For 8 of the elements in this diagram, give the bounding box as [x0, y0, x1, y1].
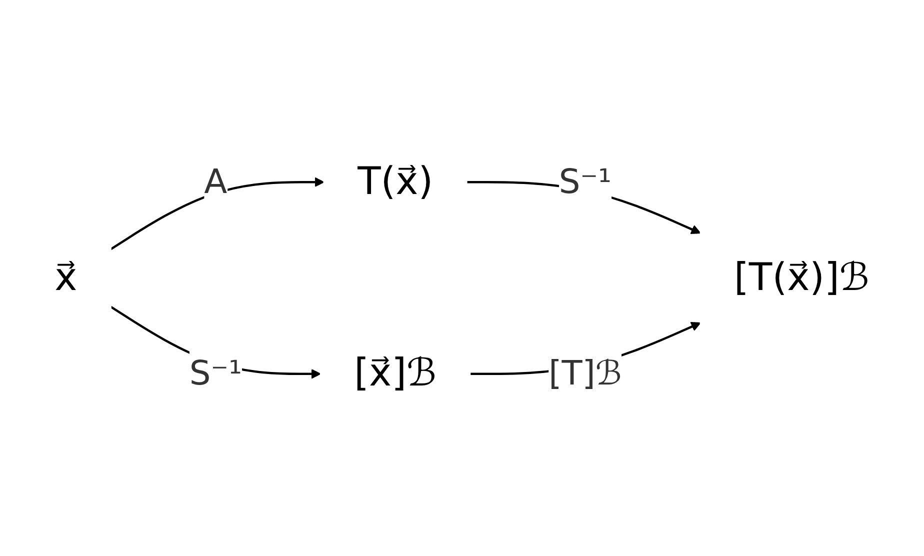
arrow — [110, 177, 324, 250]
node-text: [x⃗]ℬ — [354, 350, 436, 396]
node-text: [T(x⃗)]ℬ — [734, 255, 870, 300]
edge-label: A — [204, 162, 228, 202]
edge-label: S⁻¹ — [189, 354, 242, 394]
edge-label: [T]ℬ — [548, 354, 622, 394]
edge-label: S⁻¹ — [558, 162, 612, 202]
node-text: x⃗ — [54, 255, 78, 300]
